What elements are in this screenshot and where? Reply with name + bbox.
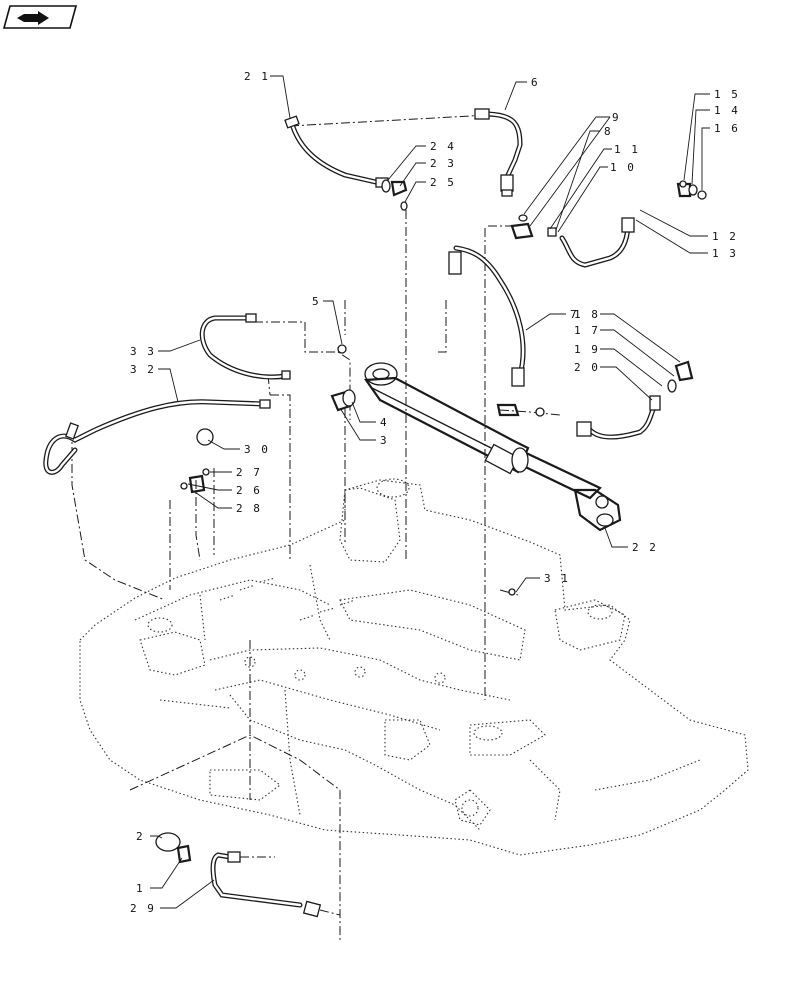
callout-2: 2	[136, 830, 145, 843]
callout-27: 2 7	[236, 466, 262, 479]
callout-15: 1 5	[714, 88, 740, 101]
fittings-14-15-16	[676, 180, 707, 200]
callout-16: 1 6	[714, 122, 740, 135]
callout-32: 3 2	[130, 363, 156, 376]
part-22-steering-cylinder	[363, 362, 622, 532]
back-arrow-icon	[24, 10, 49, 25]
part-30-clamp	[196, 428, 214, 446]
part-20-hose	[576, 360, 694, 440]
back-button[interactable]	[2, 5, 78, 29]
callout-14: 1 4	[714, 104, 740, 117]
part-33-tube	[199, 313, 291, 380]
fittings-26-27-28	[180, 468, 210, 494]
fittings-8-9-10-11	[510, 214, 635, 268]
leader-lines	[150, 75, 710, 909]
callout-10: 1 0	[610, 161, 636, 174]
callout-7: 7	[570, 308, 579, 321]
callout-11: 1 1	[614, 143, 640, 156]
fittings-3-4-5	[330, 344, 356, 412]
callout-21: 2 1	[244, 70, 270, 83]
callout-23: 2 3	[430, 157, 456, 170]
parts-1-2-clamps	[155, 832, 192, 864]
callout-12: 1 2	[712, 230, 738, 243]
part-29-tube	[210, 851, 322, 918]
part-32-tube	[43, 399, 271, 475]
callout-30: 3 0	[244, 443, 270, 456]
callout-labels: 2 1 6 9 8 1 1 1 0 1 5 1 4 1 6 1 2 1 3 2 …	[130, 70, 740, 915]
callout-25: 2 5	[430, 176, 456, 189]
fittings-23-24-25	[381, 179, 408, 211]
callout-3: 3	[380, 434, 389, 447]
callout-17: 1 7	[574, 324, 600, 337]
callout-26: 2 6	[236, 484, 262, 497]
center-fittings	[496, 403, 545, 417]
callout-9: 9	[612, 111, 621, 124]
callout-29: 2 9	[130, 902, 156, 915]
callout-5: 5	[312, 295, 321, 308]
callout-28: 2 8	[236, 502, 262, 515]
callout-24: 2 4	[430, 140, 456, 153]
assembly-centerlines	[71, 114, 561, 940]
callout-31: 3 1	[544, 572, 570, 585]
callout-22: 2 2	[632, 541, 658, 554]
fitting-31	[508, 588, 516, 596]
callout-4: 4	[380, 416, 389, 429]
callout-20: 2 0	[574, 361, 600, 374]
callout-6: 6	[531, 76, 540, 89]
axle-frame	[79, 478, 749, 856]
callout-19: 1 9	[574, 343, 600, 356]
callout-8: 8	[604, 125, 613, 138]
part-21-tube	[284, 115, 389, 188]
callout-33: 3 3	[130, 345, 156, 358]
part-7-hose	[448, 245, 526, 387]
part-6-hose	[474, 108, 523, 197]
callout-13: 1 3	[712, 247, 738, 260]
callout-1: 1	[136, 882, 145, 895]
callout-18: 1 8	[574, 308, 600, 321]
